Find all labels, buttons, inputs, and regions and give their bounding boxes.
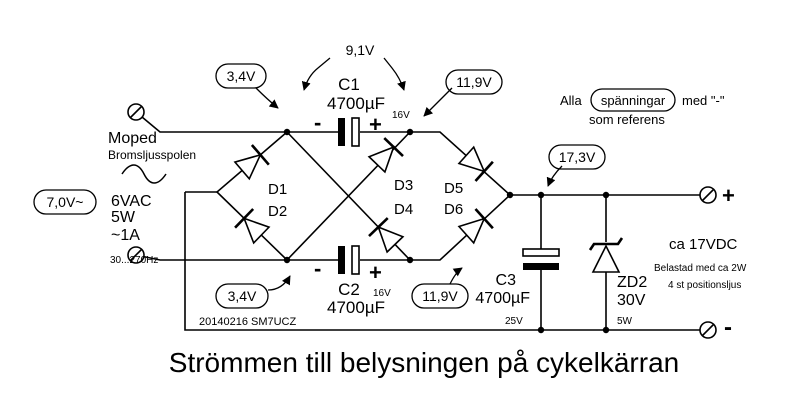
diode-d5-symbol	[457, 145, 494, 182]
label-d5: D5	[444, 180, 463, 197]
label-c1-minus: -	[314, 110, 321, 135]
label-c1-rated-voltage: 16V	[392, 110, 410, 121]
label-note-line2: som referens	[589, 112, 665, 127]
capacitor-c1-symbol	[338, 117, 360, 147]
label-c2-plus: +	[369, 260, 382, 285]
label-source-current: ~1A	[111, 227, 140, 244]
bubble-note-spanningar	[590, 88, 676, 112]
ac-input-bottom-terminal	[127, 246, 145, 264]
label-source-coil: Bromsljusspolen	[108, 148, 196, 162]
output-minus-terminal	[699, 321, 717, 339]
label-output-minus: -	[724, 314, 732, 341]
wiring	[135, 111, 700, 331]
label-note-prefix: Alla	[560, 93, 582, 108]
label-c3-value: 4700µF	[475, 290, 530, 307]
diode-d2-symbol	[234, 208, 271, 245]
label-output-voltage: ca 17VDC	[669, 236, 738, 253]
capacitor-c3-symbol	[522, 248, 560, 270]
diode-d6-symbol	[457, 208, 494, 245]
label-source-power: 5W	[111, 209, 136, 226]
bubble-c2-left	[215, 283, 269, 309]
bubble-output	[548, 144, 606, 170]
label-c2-name: C2	[338, 280, 360, 299]
label-zd2-power: 5W	[617, 316, 633, 327]
label-c2-left-voltage: 3,4V	[228, 288, 257, 304]
diode-d1-symbol	[233, 144, 270, 181]
diode-d3-symbol	[367, 137, 404, 174]
label-d1: D1	[268, 181, 287, 198]
label-c2-rated-voltage: 16V	[373, 288, 391, 299]
diode-d4-symbol	[368, 217, 405, 254]
ac-input-top-terminal	[127, 103, 145, 121]
label-c1-value: 4700µF	[327, 94, 385, 113]
label-c3-rated-voltage: 25V	[505, 316, 523, 327]
bubble-source	[33, 189, 97, 215]
label-output-load1: Belastad med ca 2W	[654, 263, 747, 274]
zener-zd2-symbol	[588, 237, 624, 273]
bubble-c1-left	[215, 63, 267, 89]
label-c1-name: C1	[338, 75, 360, 94]
label-c2-value: 4700µF	[327, 298, 385, 317]
label-zd2-name: ZD2	[617, 274, 647, 291]
label-c2-minus: -	[314, 256, 321, 281]
bubble-c1-right	[445, 69, 503, 95]
label-d4: D4	[394, 201, 413, 218]
label-output-node-voltage: 17,3V	[559, 149, 596, 165]
label-d3: D3	[394, 177, 413, 194]
label-output-load2: 4 st positionsljus	[668, 280, 741, 291]
junctions	[283, 128, 610, 334]
label-c1-plus: +	[369, 112, 382, 137]
label-source-measured: 7,0V~	[47, 194, 84, 210]
label-source-frequency: 30...270Hz	[110, 255, 158, 266]
label-c2-right-voltage: 11,9V	[422, 288, 458, 304]
label-source-name: Moped	[108, 130, 157, 147]
diagram-title: Strömmen till belysningen på cykelkärran	[169, 347, 679, 378]
label-c1-span-voltage: 9,1V	[346, 42, 375, 58]
label-author: 20140216 SM7UCZ	[199, 316, 297, 328]
label-c1-left-voltage: 3,4V	[227, 68, 256, 84]
label-note-suffix: med "-"	[682, 93, 725, 108]
label-zd2-value: 30V	[617, 292, 646, 309]
label-source-voltage: 6VAC	[111, 193, 152, 210]
output-plus-terminal	[699, 186, 717, 204]
label-c3-name: C3	[496, 272, 517, 289]
bubble-c2-right	[411, 283, 469, 309]
measurement-arrows	[255, 57, 563, 291]
label-d6: D6	[444, 201, 463, 218]
label-c1-right-voltage: 11,9V	[456, 74, 492, 90]
label-note-boxed: spänningar	[601, 93, 666, 108]
label-d2: D2	[268, 203, 287, 220]
capacitor-c2-symbol	[338, 245, 360, 275]
label-output-plus: +	[722, 183, 735, 208]
ac-wave-icon	[121, 164, 167, 184]
